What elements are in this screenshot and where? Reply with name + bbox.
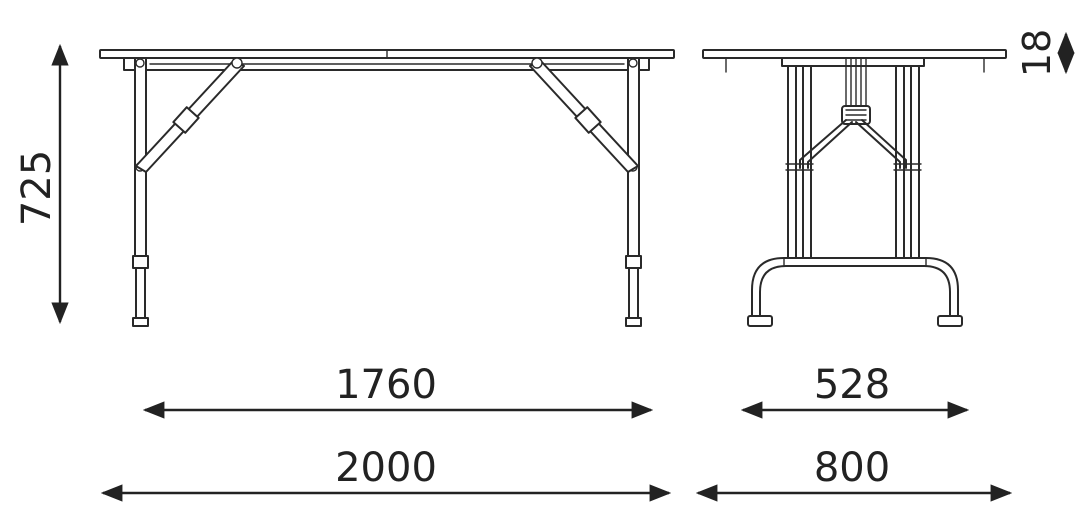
front-right-leg	[625, 57, 642, 327]
dimension-leg-span-length: 1760	[142, 362, 654, 419]
leg-span-length-label: 1760	[335, 362, 437, 408]
side-mount	[781, 57, 925, 67]
thickness-label: 18	[1015, 29, 1059, 77]
dimension-total-width: 800	[695, 445, 1013, 502]
side-left-leg	[785, 65, 814, 259]
side-base-foot	[747, 257, 963, 327]
total-length-label: 2000	[335, 445, 437, 491]
front-right-brace	[529, 57, 639, 173]
front-left-brace	[135, 57, 245, 173]
side-tabletop	[702, 49, 1007, 59]
leg-span-width-label: 528	[814, 362, 890, 408]
side-fold-mechanism	[799, 57, 907, 169]
dimension-top-thickness: 18	[1015, 29, 1075, 77]
dimension-total-length: 2000	[100, 445, 672, 502]
front-apron	[123, 57, 650, 71]
dimension-height: 725	[14, 43, 69, 325]
dimension-leg-span-width: 528	[740, 362, 970, 419]
front-view	[99, 49, 675, 327]
side-view	[702, 49, 1007, 327]
total-width-label: 800	[814, 445, 890, 491]
side-right-leg	[893, 65, 922, 259]
front-left-leg	[132, 57, 149, 327]
height-label: 725	[14, 150, 60, 226]
